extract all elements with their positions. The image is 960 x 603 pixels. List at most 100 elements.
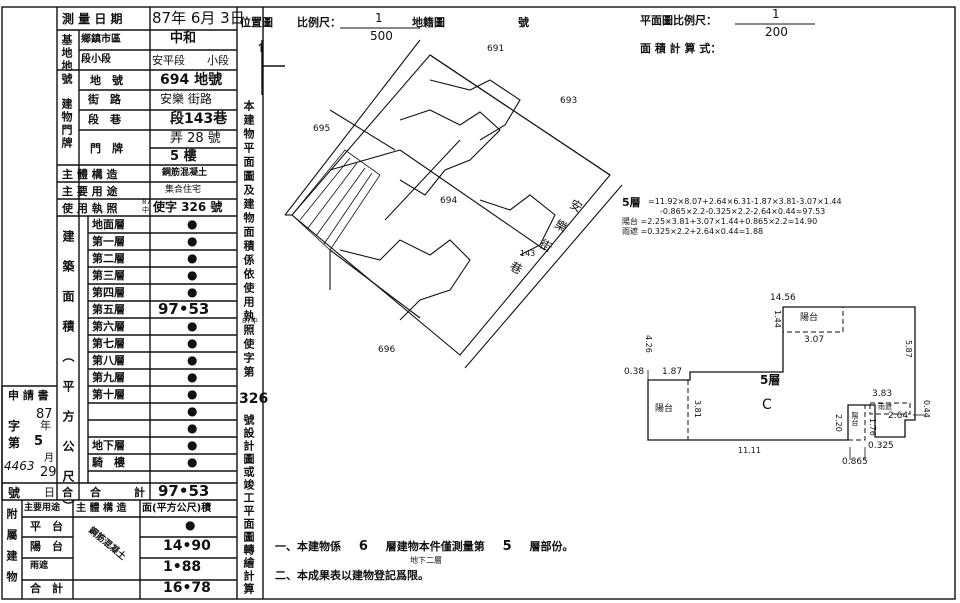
floor-total-value: 97•53 bbox=[158, 482, 210, 500]
note-vertical-3: 號設計圖或竣工平面圖轉繪計算 bbox=[242, 414, 255, 596]
note-1-b: 6 bbox=[358, 539, 368, 554]
floor-row-area: ● bbox=[187, 251, 198, 265]
floor-row-name: 騎 樓 bbox=[92, 456, 125, 469]
floor-row-area: ● bbox=[187, 370, 198, 384]
location-map-no: 號 bbox=[518, 16, 529, 29]
street-value: 安樂 街路 bbox=[160, 92, 212, 106]
north-arrow-icon: ↑ bbox=[256, 41, 267, 55]
dim-1-44: 1.44 bbox=[773, 310, 782, 328]
annex-col-struct: 主 體 構 造 bbox=[76, 503, 127, 514]
location-scale-label: 比例尺： bbox=[297, 16, 341, 29]
annex-row-use: 雨遮 bbox=[30, 561, 49, 571]
formula-canopy: 雨遮 =0.325×2.2+2.64×0.44=1.88 bbox=[622, 227, 764, 236]
annex-row-use: 合 計 bbox=[30, 582, 63, 595]
annex-row-area: 16•78 bbox=[163, 580, 211, 596]
survey-date-label: 測 量 日 期 bbox=[62, 12, 123, 26]
structure-label: 主 體 構 造 bbox=[62, 168, 118, 181]
dim-0-44: 0.44 bbox=[922, 400, 931, 418]
floor-area-section-label: 建築面積（平方公尺） bbox=[61, 230, 75, 530]
floor-row-area: ● bbox=[187, 438, 198, 452]
note-1-a: 一、本建物係 bbox=[275, 540, 341, 553]
note-vertical-2: 使字第 bbox=[242, 338, 255, 380]
plan-scale-label: 平面圖比例尺： bbox=[640, 14, 717, 27]
floor-row-name: 第五層 bbox=[92, 303, 125, 316]
dim-0-38: 0.38 bbox=[624, 367, 645, 377]
use-label: 主 要 用 途 bbox=[62, 185, 118, 198]
dim-1-76: 1.76 bbox=[868, 418, 877, 436]
application-day: 日 bbox=[44, 486, 55, 499]
lane-label: 段 巷 bbox=[88, 113, 121, 126]
dim-2-20: 2.20 bbox=[834, 414, 843, 432]
township-value: 中和 bbox=[170, 31, 197, 46]
application-zi: 字 bbox=[8, 419, 21, 433]
note-vertical-1: 本建物平面圖及建物面積係依使用執照 bbox=[242, 100, 255, 338]
license-label: 使 用 執 照 bbox=[62, 202, 118, 215]
floor-row-area: ● bbox=[187, 455, 198, 469]
floor-total-label: 合 計 bbox=[90, 486, 145, 499]
annex-row-use: 陽 台 bbox=[30, 540, 63, 553]
application-hao: 號 bbox=[8, 486, 21, 500]
formula-floor: 5層 bbox=[622, 196, 641, 209]
note-2: 二、本成果表以建物登記爲限。 bbox=[275, 569, 429, 582]
plan-canopy: 雨遮 bbox=[878, 403, 892, 411]
application-month-num: 5 bbox=[34, 434, 44, 449]
floor-row-name: 第一層 bbox=[92, 235, 125, 248]
street-label: 街 路 bbox=[88, 93, 121, 106]
floor-row-area: ● bbox=[187, 285, 198, 299]
floor-row-name: 第八層 bbox=[92, 354, 125, 367]
annex-row-area: 14•90 bbox=[163, 538, 211, 554]
application-year-num: 87 bbox=[36, 407, 53, 422]
formula-label: 面 積 計 算 式： bbox=[640, 42, 722, 55]
floor-row-area: ● bbox=[187, 353, 198, 367]
use-value: 集合住宅 bbox=[165, 185, 202, 195]
lot-value: 694 地號 bbox=[160, 72, 223, 88]
note-1-c: 層建物本件僅測量第 bbox=[385, 540, 485, 553]
dim-1-87: 1.87 bbox=[662, 367, 683, 377]
section-value: 安平段 小段 bbox=[152, 54, 229, 67]
formula-line-1: =11.92×8.07+2.64×6.31-1.87×3.81-3.07×1.4… bbox=[648, 197, 842, 206]
lot-695: 695 bbox=[313, 124, 331, 134]
plan-scale-num: 1 bbox=[772, 7, 780, 21]
annex-col-use: 主要用途 bbox=[24, 503, 61, 513]
note-1: 一、本建物係 6 層建物本件僅測量第 5 層部份。 bbox=[275, 540, 573, 553]
license-year: 87 bbox=[142, 198, 151, 206]
plan-balcony-top: 陽台 bbox=[800, 313, 819, 323]
township-label: 鄉鎮市區 bbox=[81, 34, 121, 45]
dim-11-11: 11.11 bbox=[738, 446, 761, 455]
annex-col-area: 面(平方公尺)積 bbox=[142, 503, 212, 514]
formula-line-2: -0.865×2.2-0.325×2.2-2.64×0.44=97.53 bbox=[660, 207, 826, 216]
dim-0-865: 0.865 bbox=[842, 457, 868, 467]
section-label: 段小段 bbox=[81, 54, 111, 65]
location-scale-num: 1 bbox=[375, 11, 383, 25]
annex-label: 附屬建物 bbox=[5, 508, 18, 592]
note-vertical-small: 87中 bbox=[242, 317, 258, 325]
application-total-mark: 合 bbox=[62, 486, 73, 499]
annex-row-use: 平 台 bbox=[30, 520, 63, 533]
floor-row-name: 第三層 bbox=[92, 269, 125, 282]
lot-696: 696 bbox=[378, 345, 396, 355]
lane-value: 段143巷 bbox=[170, 111, 228, 127]
floor-row-area: ● bbox=[187, 336, 198, 350]
application-number: 4463 bbox=[4, 459, 35, 473]
floor-row-name: 地下層 bbox=[92, 439, 125, 452]
floor-row-name: 第十層 bbox=[92, 388, 125, 401]
dim-3-81: 3.81 bbox=[693, 400, 702, 418]
floor-row-name: 地面層 bbox=[92, 218, 125, 231]
base-lot-label: 基地地號 bbox=[60, 34, 73, 86]
note-1-sub: 地下二層 bbox=[410, 556, 442, 565]
dim-0-325: 0.325 bbox=[868, 441, 894, 451]
note-1-d: 5 bbox=[502, 539, 512, 554]
floor-row-name: 第二層 bbox=[92, 252, 125, 265]
license-city: 中 bbox=[142, 206, 149, 214]
formula-balcony: 陽台 =2.25×3.81+3.07×1.44+0.865×2.2=14.90 bbox=[622, 217, 818, 226]
lot-694: 694 bbox=[440, 196, 458, 206]
dim-3-07: 3.07 bbox=[804, 335, 825, 345]
floor-row-area: ● bbox=[187, 234, 198, 248]
lot-691: 691 bbox=[487, 44, 505, 54]
location-map-label: 地籍圖 bbox=[412, 16, 445, 29]
plan-balcony-right: 陽台 bbox=[851, 412, 859, 426]
annex-row-area: 1•88 bbox=[163, 559, 202, 575]
door-label: 門 牌 bbox=[90, 142, 123, 155]
note-1-e: 層部份。 bbox=[529, 540, 574, 553]
application-year: 年 bbox=[40, 419, 51, 432]
